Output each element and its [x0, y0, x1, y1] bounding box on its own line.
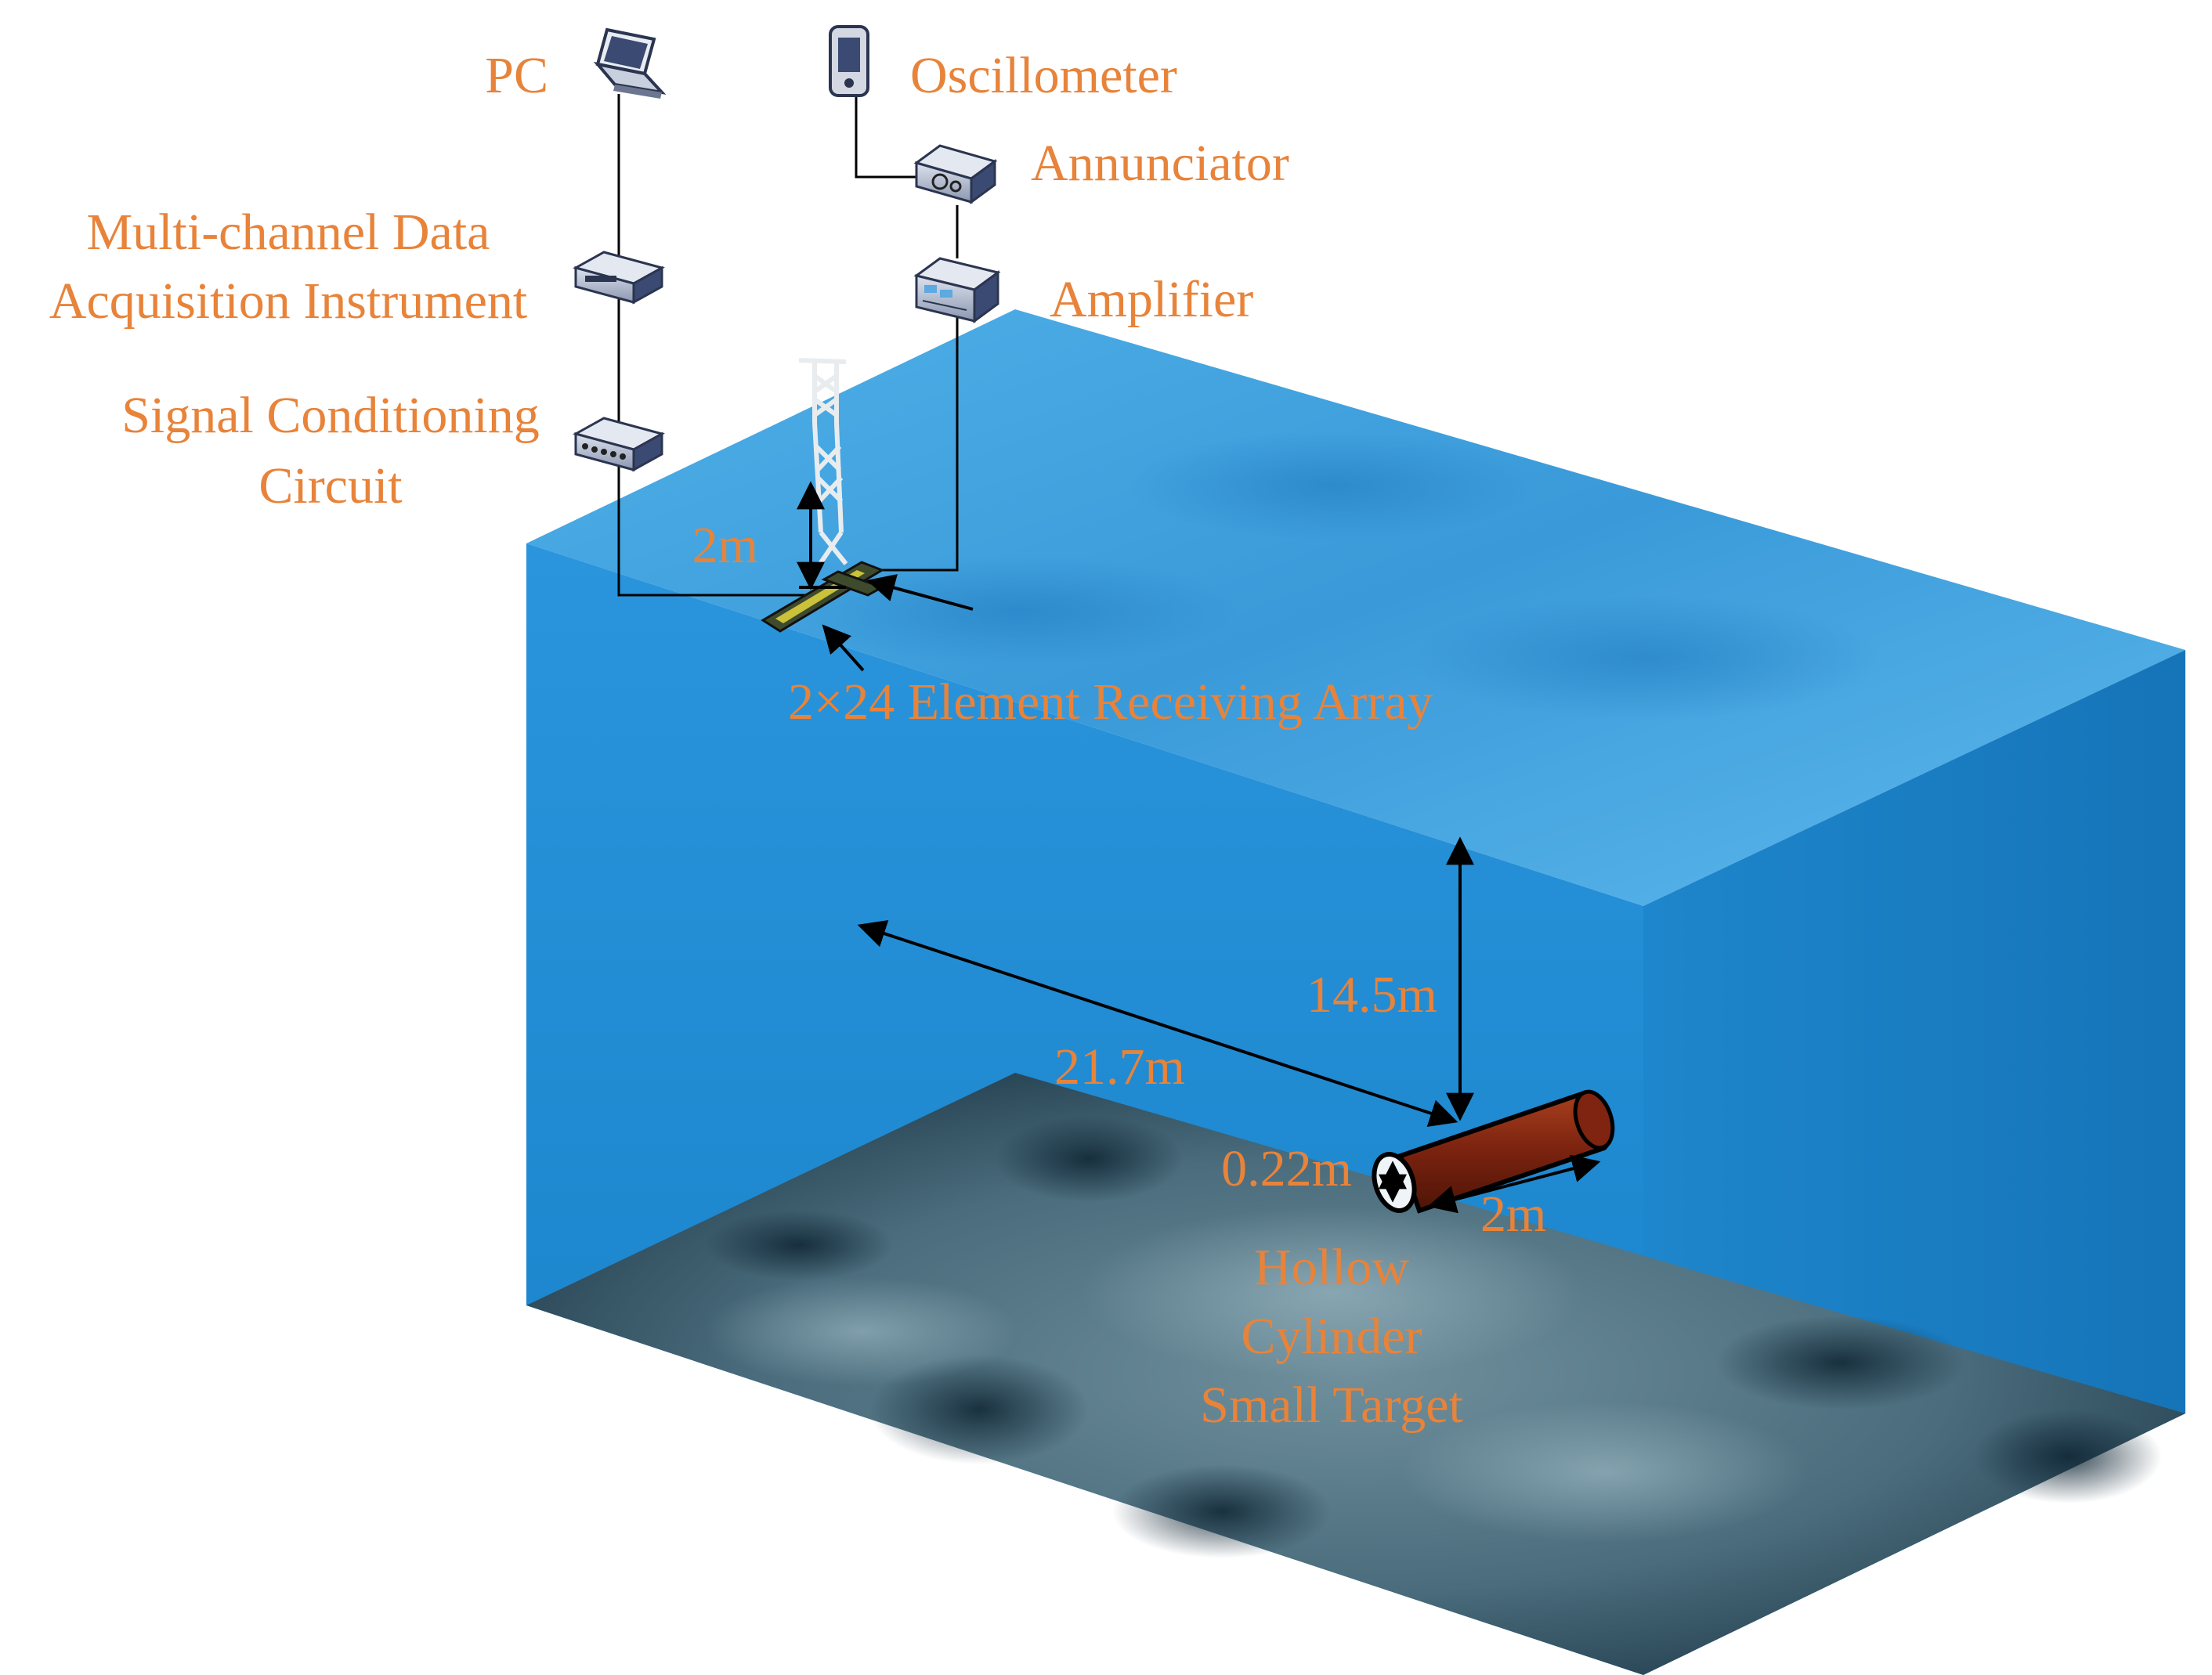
handheld-device-icon — [829, 25, 869, 97]
cable-oscillometer-annunciator — [855, 92, 924, 179]
array-label: 2×24 Element Receiving Array — [788, 673, 1433, 731]
box-device-icon — [913, 144, 998, 204]
water-ripple — [1410, 595, 1880, 720]
box-device-icon — [573, 251, 665, 305]
seabed-dark-patch — [1974, 1410, 2162, 1504]
laptop-icon — [593, 27, 667, 99]
seabed-dark-patch — [995, 1116, 1183, 1202]
water-ripple — [1128, 431, 1535, 540]
amplifier-label: Amplifier — [1050, 271, 1253, 328]
seabed-dark-patch — [869, 1355, 1089, 1464]
length-arrow — [1427, 1154, 1601, 1214]
range-label: 21.7m — [1054, 1038, 1185, 1096]
array-pointer-arrow — [822, 624, 865, 672]
labels: PC Oscillometer Annunciator Amplifier Mu… — [49, 47, 1547, 1434]
seabed-dark-patch — [1112, 1464, 1332, 1558]
box-device-icon — [573, 417, 665, 472]
target-label-line1: Hollow — [1254, 1239, 1409, 1296]
water-ripple — [799, 556, 1238, 666]
seabed-dark-patch — [705, 1210, 893, 1280]
array-pointer-arrow — [866, 574, 974, 611]
dimension-arrows — [797, 481, 1601, 1214]
daq-label-line1: Multi-channel Data — [87, 204, 490, 261]
target-label-line3: Small Target — [1200, 1377, 1463, 1434]
depth-label: 14.5m — [1307, 966, 1437, 1023]
signal-conditioning-label-line2: Circuit — [258, 457, 402, 514]
diameter-label: 0.22m — [1221, 1140, 1352, 1197]
signal-conditioning-label-line1: Signal Conditioning — [121, 387, 540, 444]
seabed-light-patch — [1081, 1206, 1582, 1378]
rack-device-icon — [913, 257, 1001, 323]
oscillometer-label: Oscillometer — [910, 47, 1177, 104]
annunciator-label: Annunciator — [1031, 135, 1289, 192]
array-height-label: 2m — [692, 517, 758, 574]
water-top-surface — [526, 309, 2185, 906]
seabed-light-patch — [705, 1276, 1018, 1386]
range-arrow — [857, 920, 1458, 1127]
pc-label: PC — [485, 47, 548, 104]
seabed-light-patch — [1402, 1402, 1809, 1543]
daq-label-line2: Acquisition Instrument — [49, 273, 527, 330]
seabed-dark-patch — [1715, 1316, 1966, 1410]
target-label-line2: Cylinder — [1242, 1308, 1422, 1365]
cable-amplifier-array — [854, 317, 959, 572]
length-label: 2m — [1480, 1186, 1546, 1243]
